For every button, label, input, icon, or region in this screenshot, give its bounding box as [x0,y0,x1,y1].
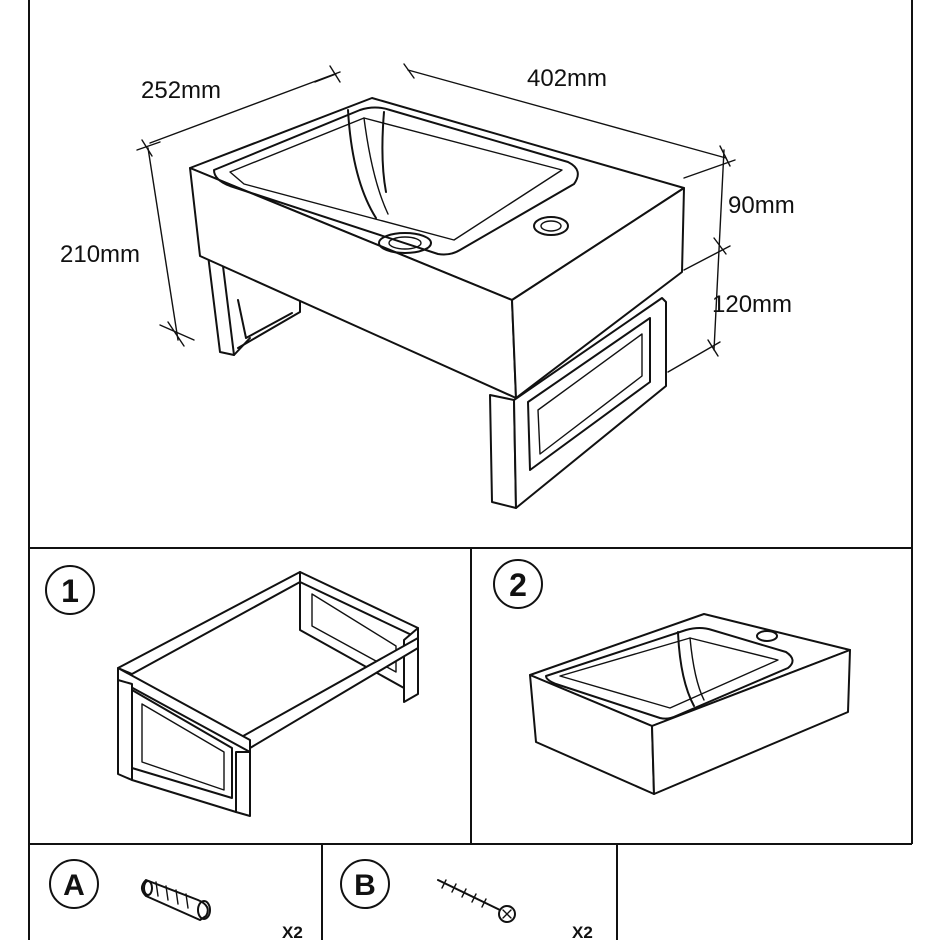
basin-height-dimension-label: 90mm [728,192,795,219]
metal-frame-drawing [117,571,419,817]
part-a-badge [49,859,99,909]
step-1-panel: 1 [45,565,419,817]
frame-height-dimension-label: 120mm [712,291,792,318]
step-2-badge [493,559,543,609]
step-1-number: 1 [61,573,79,609]
overview-drawing: 252mm 402mm 210mm 90mm 120mm [60,63,795,509]
part-b-badge [340,859,390,909]
overview-frame [207,254,667,509]
step-2-number: 2 [509,567,527,603]
panel-grid [28,0,913,940]
overview-basin [189,97,685,399]
total-height-dimension-label: 210mm [60,241,140,268]
wall-plug-icon [141,879,211,921]
basin-drawing [529,613,851,795]
part-a-quantity: X2 [282,923,303,940]
part-a-panel: A X2 [49,859,303,940]
part-b-quantity: X2 [572,923,593,940]
width-dimension-label: 402mm [527,65,607,92]
depth-dimension-label: 252mm [141,77,221,104]
step-2-panel: 2 [493,559,851,795]
dimension-lines [136,63,736,373]
part-b-panel: B X2 [340,859,593,940]
step-1-badge [45,565,95,615]
part-b-letter: B [354,869,376,902]
part-a-letter: A [63,869,85,902]
screw-icon [437,879,516,923]
